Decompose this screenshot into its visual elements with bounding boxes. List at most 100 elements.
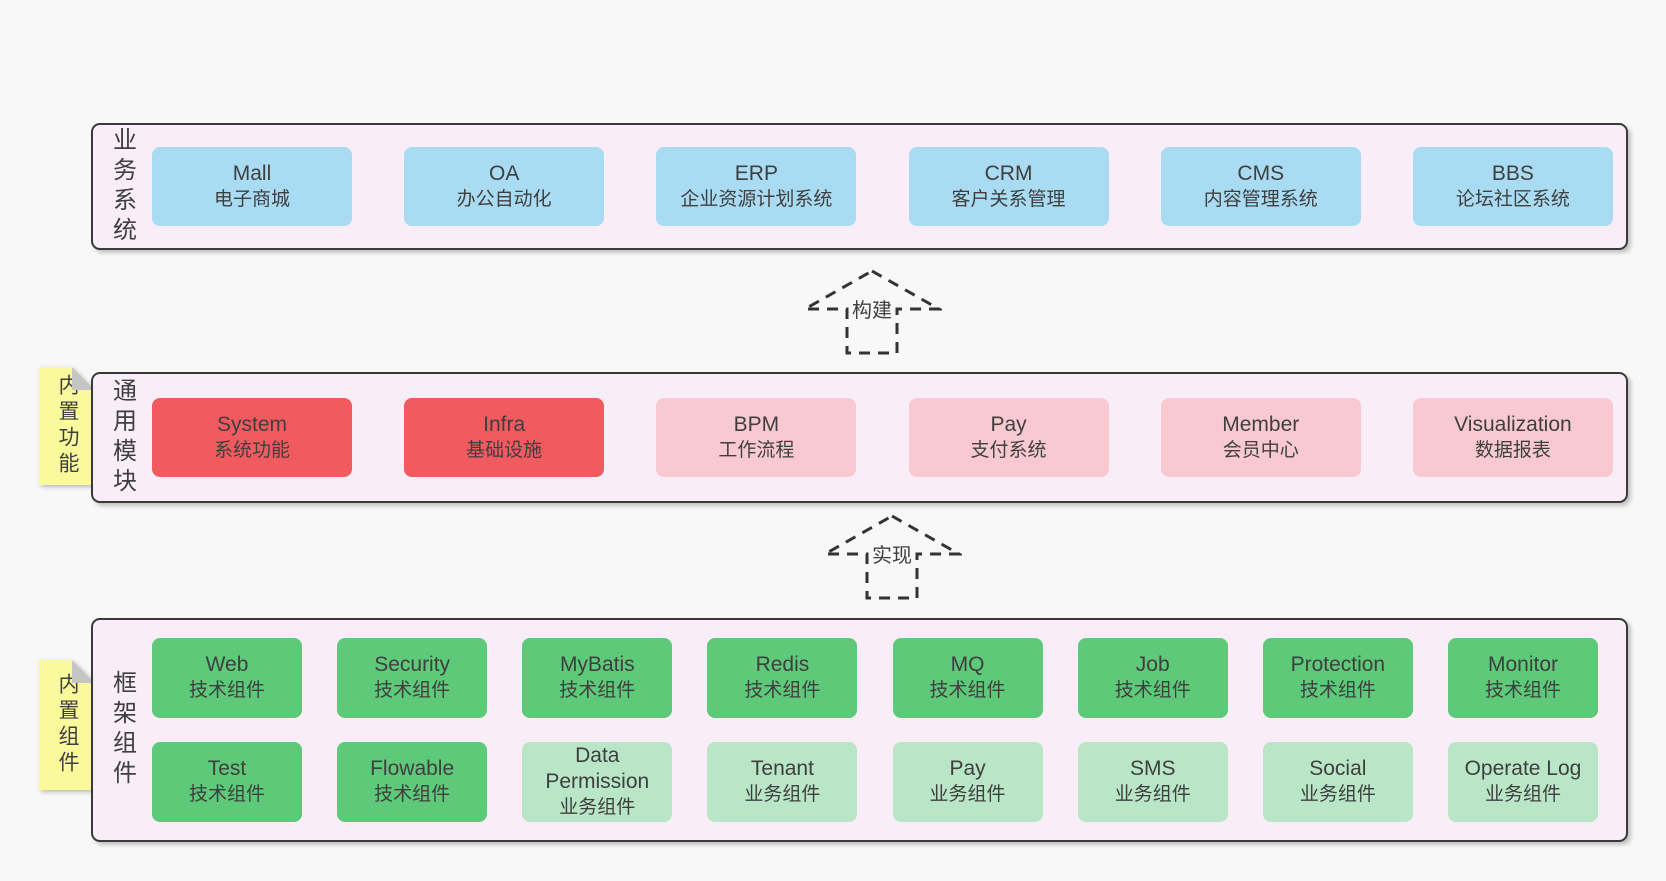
box-name: CRM [984, 161, 1033, 185]
box-desc: 技术组件 [1484, 680, 1561, 701]
box-desc: 基础设施 [466, 439, 543, 461]
box-member: Member 会员中心 [1160, 398, 1361, 477]
panel-modules-label: 通用模块 [108, 377, 136, 498]
box-oa: OA 办公自动化 [404, 147, 605, 226]
sticky-note: 内置功能 [39, 367, 95, 485]
box-desc: 业务组件 [929, 784, 1006, 805]
box-name: ERP [734, 161, 778, 185]
box-visualization: Visualization 数据报表 [1412, 398, 1613, 477]
box-monitor: Monitor 技术组件 [1447, 638, 1598, 718]
box-bbs: BBS 论坛社区系统 [1412, 147, 1613, 226]
box-social: Social 业务组件 [1262, 742, 1413, 822]
box-name: Mall [232, 161, 272, 185]
box-name: System [216, 412, 287, 436]
box-name: OA [489, 161, 520, 185]
box-desc: 系统功能 [213, 439, 290, 461]
build-arrow-label: 构建 [849, 294, 895, 323]
box-job: Job 技术组件 [1077, 638, 1228, 718]
box-mybatis: MyBatis 技术组件 [522, 638, 673, 718]
sticky-built-in-components: 内置组件 [39, 660, 95, 790]
box-name: MyBatis [559, 653, 635, 676]
box-desc: 论坛社区系统 [1455, 188, 1570, 210]
box-name: Operate Log [1464, 757, 1582, 780]
box-desc: 业务组件 [744, 784, 821, 805]
box-name: Pay [949, 757, 986, 780]
box-name: Redis [755, 653, 810, 676]
box-desc: 企业资源计划系统 [680, 188, 833, 210]
box-pay-component: Pay 业务组件 [892, 742, 1043, 822]
box-tenant: Tenant 业务组件 [707, 742, 858, 822]
up-arrow-icon [802, 269, 942, 355]
panel-framework-components: 框架组件 Web 技术组件 Security 技术组件 MyBatis 技术组件… [91, 618, 1628, 842]
sticky-label: 内置组件 [56, 673, 79, 777]
box-redis: Redis 技术组件 [707, 638, 858, 718]
box-desc: 技术组件 [744, 680, 821, 701]
box-mall: Mall 电子商城 [152, 147, 352, 226]
box-bpm: BPM 工作流程 [656, 398, 857, 477]
box-desc: 数据报表 [1474, 439, 1551, 461]
box-desc: 业务组件 [1484, 784, 1561, 805]
box-desc: 业务组件 [559, 797, 636, 818]
box-desc: 办公自动化 [456, 188, 552, 210]
box-name: BPM [733, 412, 780, 436]
box-mq: MQ 技术组件 [892, 638, 1043, 718]
box-pay-module: Pay 支付系统 [908, 398, 1109, 477]
sticky-label: 内置功能 [56, 374, 79, 478]
box-desc: 客户关系管理 [951, 188, 1066, 210]
box-crm: CRM 客户关系管理 [908, 147, 1109, 226]
box-name: Pay [990, 412, 1027, 436]
box-name: Tenant [750, 757, 814, 780]
box-desc: 内容管理系统 [1203, 188, 1318, 210]
panel-components-label: 框架组件 [108, 670, 136, 790]
box-protection: Protection 技术组件 [1262, 638, 1413, 718]
box-desc: 工作流程 [718, 439, 795, 461]
box-name: MQ [950, 653, 985, 676]
components-box-row-1: Web 技术组件 Security 技术组件 MyBatis 技术组件 Redi… [152, 638, 1598, 718]
box-name: Member [1222, 412, 1300, 436]
box-name: Protection [1290, 653, 1386, 676]
box-name: Social [1309, 757, 1367, 780]
box-sms: SMS 业务组件 [1077, 742, 1228, 822]
box-desc: 业务组件 [1114, 784, 1191, 805]
box-desc: 技术组件 [374, 784, 451, 805]
components-box-row-2: Test 技术组件 Flowable 技术组件 Data Permission … [152, 742, 1598, 822]
panel-common-modules: 通用模块 System 系统功能 Infra 基础设施 BPM 工作流程 Pay… [91, 372, 1628, 503]
business-box-row: Mall 电子商城 OA 办公自动化 ERP 企业资源计划系统 CRM 客户关系… [152, 125, 1613, 248]
box-name: BBS [1491, 161, 1534, 185]
box-system: System 系统功能 [152, 398, 352, 477]
box-desc: 电子商城 [213, 188, 290, 210]
box-name: Data Permission [545, 744, 650, 793]
box-desc: 会员中心 [1222, 439, 1299, 461]
box-name: Job [1135, 653, 1170, 676]
sticky-built-in-features: 内置功能 [39, 367, 95, 485]
box-desc: 技术组件 [559, 680, 636, 701]
box-desc: 业务组件 [1299, 784, 1376, 805]
box-name: SMS [1129, 757, 1176, 780]
box-data-permission: Data Permission 业务组件 [522, 742, 673, 822]
sticky-note: 内置组件 [39, 660, 95, 790]
box-name: Infra [483, 412, 526, 436]
build-arrow: 构建 [802, 268, 942, 356]
box-desc: 技术组件 [188, 784, 265, 805]
box-desc: 技术组件 [1114, 680, 1191, 701]
box-name: Security [374, 653, 451, 676]
box-erp: ERP 企业资源计划系统 [656, 147, 857, 226]
implement-arrow-label: 实现 [869, 539, 915, 568]
panel-business-systems: 业务系统 Mall 电子商城 OA 办公自动化 ERP 企业资源计划系统 CRM… [91, 123, 1628, 250]
box-desc: 技术组件 [188, 680, 265, 701]
box-desc: 技术组件 [1299, 680, 1376, 701]
box-desc: 支付系统 [970, 439, 1047, 461]
box-name: CMS [1237, 161, 1285, 185]
box-web: Web 技术组件 [152, 638, 302, 718]
box-name: Web [205, 653, 249, 676]
box-name: Test [207, 757, 247, 780]
box-name: Visualization [1454, 412, 1572, 436]
box-desc: 技术组件 [929, 680, 1006, 701]
box-name: Monitor [1487, 653, 1558, 676]
box-flowable: Flowable 技术组件 [337, 742, 488, 822]
implement-arrow: 实现 [822, 513, 962, 601]
box-operate-log: Operate Log 业务组件 [1447, 742, 1598, 822]
modules-box-row: System 系统功能 Infra 基础设施 BPM 工作流程 Pay 支付系统… [152, 374, 1613, 501]
box-cms: CMS 内容管理系统 [1160, 147, 1361, 226]
